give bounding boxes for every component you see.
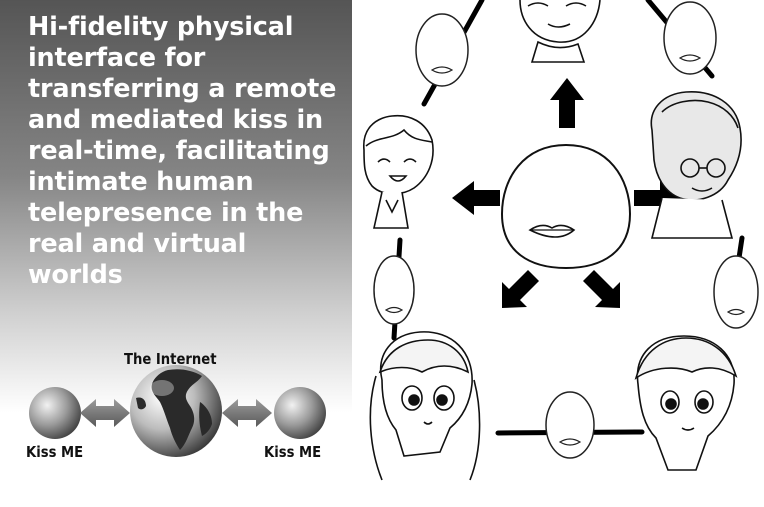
small-kiss-devices — [373, 1, 759, 459]
kiss-device-icon — [415, 13, 469, 87]
kiss-device-icon — [713, 255, 759, 329]
center-kiss-device — [500, 143, 632, 270]
internet-diagram-graphic — [29, 365, 326, 457]
globe-icon — [130, 365, 222, 457]
character-bottom-right — [634, 335, 738, 471]
character-right — [650, 91, 742, 239]
info-panel: Hi-fidelity physical interface for trans… — [0, 0, 352, 503]
right-device-label: Kiss ME — [264, 443, 322, 461]
arrow-up-icon — [550, 78, 584, 128]
kiss-device-icon — [663, 1, 717, 75]
kiss-device-icon — [373, 255, 415, 325]
arrow-left-icon — [452, 181, 500, 215]
right-device-sphere-icon — [274, 387, 326, 439]
character-left — [363, 114, 434, 229]
left-device-sphere-icon — [29, 387, 81, 439]
small-mouths — [384, 54, 746, 446]
character-bottom-left — [369, 331, 481, 481]
arrow-down-right-icon — [583, 270, 620, 308]
right-double-arrow-icon — [222, 399, 272, 427]
arrow-down-left-icon — [502, 270, 539, 308]
character-top — [519, 0, 601, 63]
internet-diagram: The Internet Kiss ME Kiss ME — [0, 340, 352, 503]
kiss-network-illustration — [352, 0, 764, 503]
kiss-device-icon — [545, 391, 595, 459]
illustration-graphic — [363, 0, 759, 481]
description-text: Hi-fidelity physical interface for trans… — [28, 12, 337, 290]
left-device-label: Kiss ME — [26, 443, 84, 461]
internet-label: The Internet — [124, 350, 217, 368]
left-double-arrow-icon — [80, 399, 130, 427]
